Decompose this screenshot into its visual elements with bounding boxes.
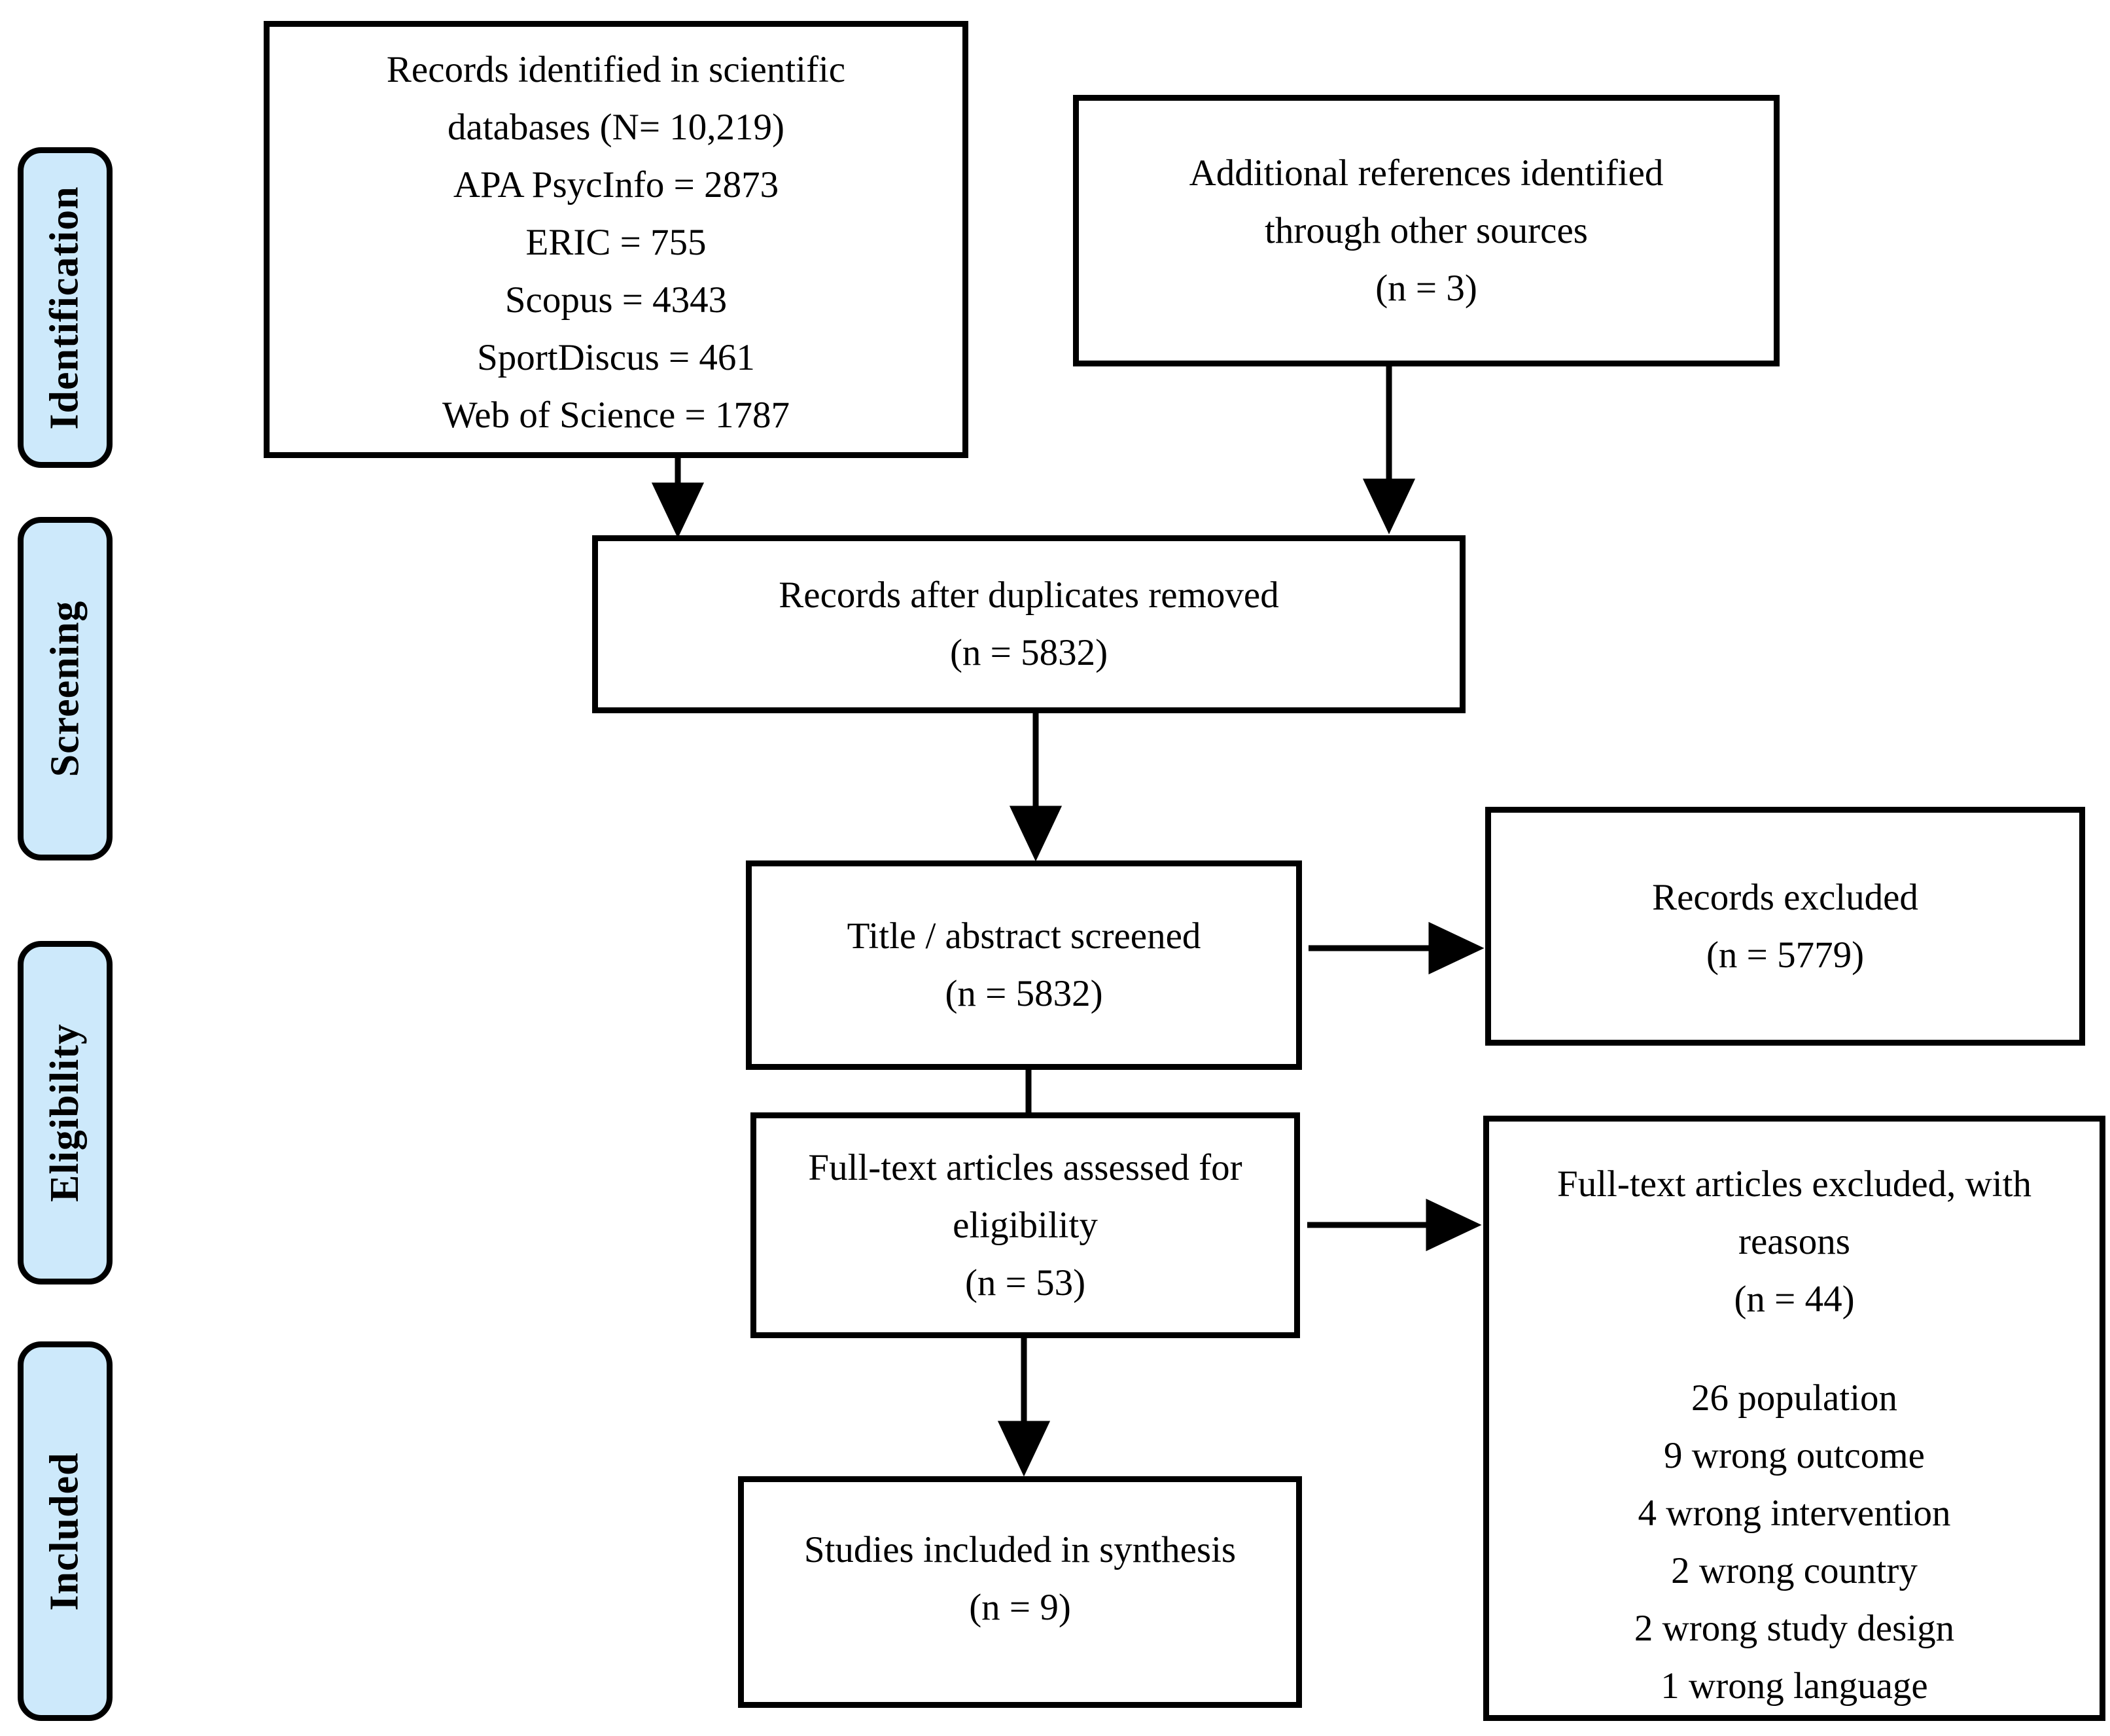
box-text-line: SportDiscus = 461 [477,337,755,378]
box-text-line: Records identified in scientific [386,49,846,90]
box-text-line: Additional references identified [1189,152,1664,194]
box-text-line: Studies included in synthesis [803,1529,1237,1570]
box-text-line: (n = 53) [964,1262,1086,1303]
box-text-line: Web of Science = 1787 [442,395,790,436]
box-records-identified: Records identified in scientific databas… [264,21,968,458]
arrowhead-additional-to-duplicates [1362,478,1416,535]
box-text-line: Records after duplicates removed [779,575,1279,616]
stage-label-text: Eligibility [43,1023,87,1202]
exclusion-reason: 2 wrong study design [1634,1608,1955,1649]
stage-label-text: Screening [43,600,87,777]
stage-label-identification: Identification [18,147,113,468]
box-text-line: Records excluded [1652,876,1918,918]
box-title-abstract-screened: Title / abstract screened (n = 5832) [746,860,1302,1070]
box-text-line: (n = 44) [1734,1279,1855,1320]
box-text-line: (n = 5832) [949,632,1108,673]
stage-label-text: Identification [43,185,88,430]
arrowhead-identified-to-duplicates [651,482,705,539]
box-text-line: databases (N= 10,219) [448,107,784,148]
arrowhead-fulltext-to-excluded [1426,1198,1482,1252]
box-text-line: through other sources [1265,209,1588,251]
arrowhead-fulltext-to-included [997,1421,1051,1477]
box-text-line: (n = 3) [1375,267,1477,309]
box-text-line: reasons [1738,1221,1850,1262]
box-fulltext-excluded: Full-text articles excluded, with reason… [1483,1116,2105,1721]
box-text-line: Scopus = 4343 [504,279,728,321]
stage-label-screening: Screening [18,517,113,860]
arrowhead-duplicates-to-screened [1009,806,1063,862]
box-text-line: Full-text articles assessed for [808,1146,1242,1188]
arrowhead-screened-to-excluded [1428,921,1485,975]
box-duplicates-removed: Records after duplicates removed (n = 58… [592,535,1466,713]
box-text-line: Full-text articles excluded, with [1557,1163,2031,1205]
exclusion-reason: 9 wrong outcome [1664,1435,1925,1476]
exclusion-reason: 1 wrong language [1661,1665,1928,1707]
box-text-line: (n = 5832) [945,973,1103,1014]
exclusion-reason: 4 wrong intervention [1638,1493,1951,1534]
exclusion-reason: 2 wrong country [1671,1550,1918,1591]
box-text-line: (n = 9) [969,1587,1071,1628]
box-text-line: Title / abstract screened [847,915,1201,957]
box-records-excluded: Records excluded (n = 5779) [1485,807,2085,1046]
box-text-line: ERIC = 755 [525,222,707,263]
box-text-line: eligibility [953,1204,1098,1246]
stage-label-text: Included [43,1451,88,1611]
box-text-line: APA PsycInfo = 2873 [453,164,779,205]
stage-label-included: Included [18,1341,113,1721]
stage-label-eligibility: Eligibility [18,941,113,1284]
box-fulltext-assessed: Full-text articles assessed for eligibil… [750,1112,1300,1338]
box-text-line: (n = 5779) [1706,934,1865,976]
exclusion-reason: 26 population [1691,1377,1898,1419]
box-additional-references: Additional references identified through… [1073,95,1780,366]
box-studies-included: Studies included in synthesis (n = 9) [738,1476,1302,1708]
